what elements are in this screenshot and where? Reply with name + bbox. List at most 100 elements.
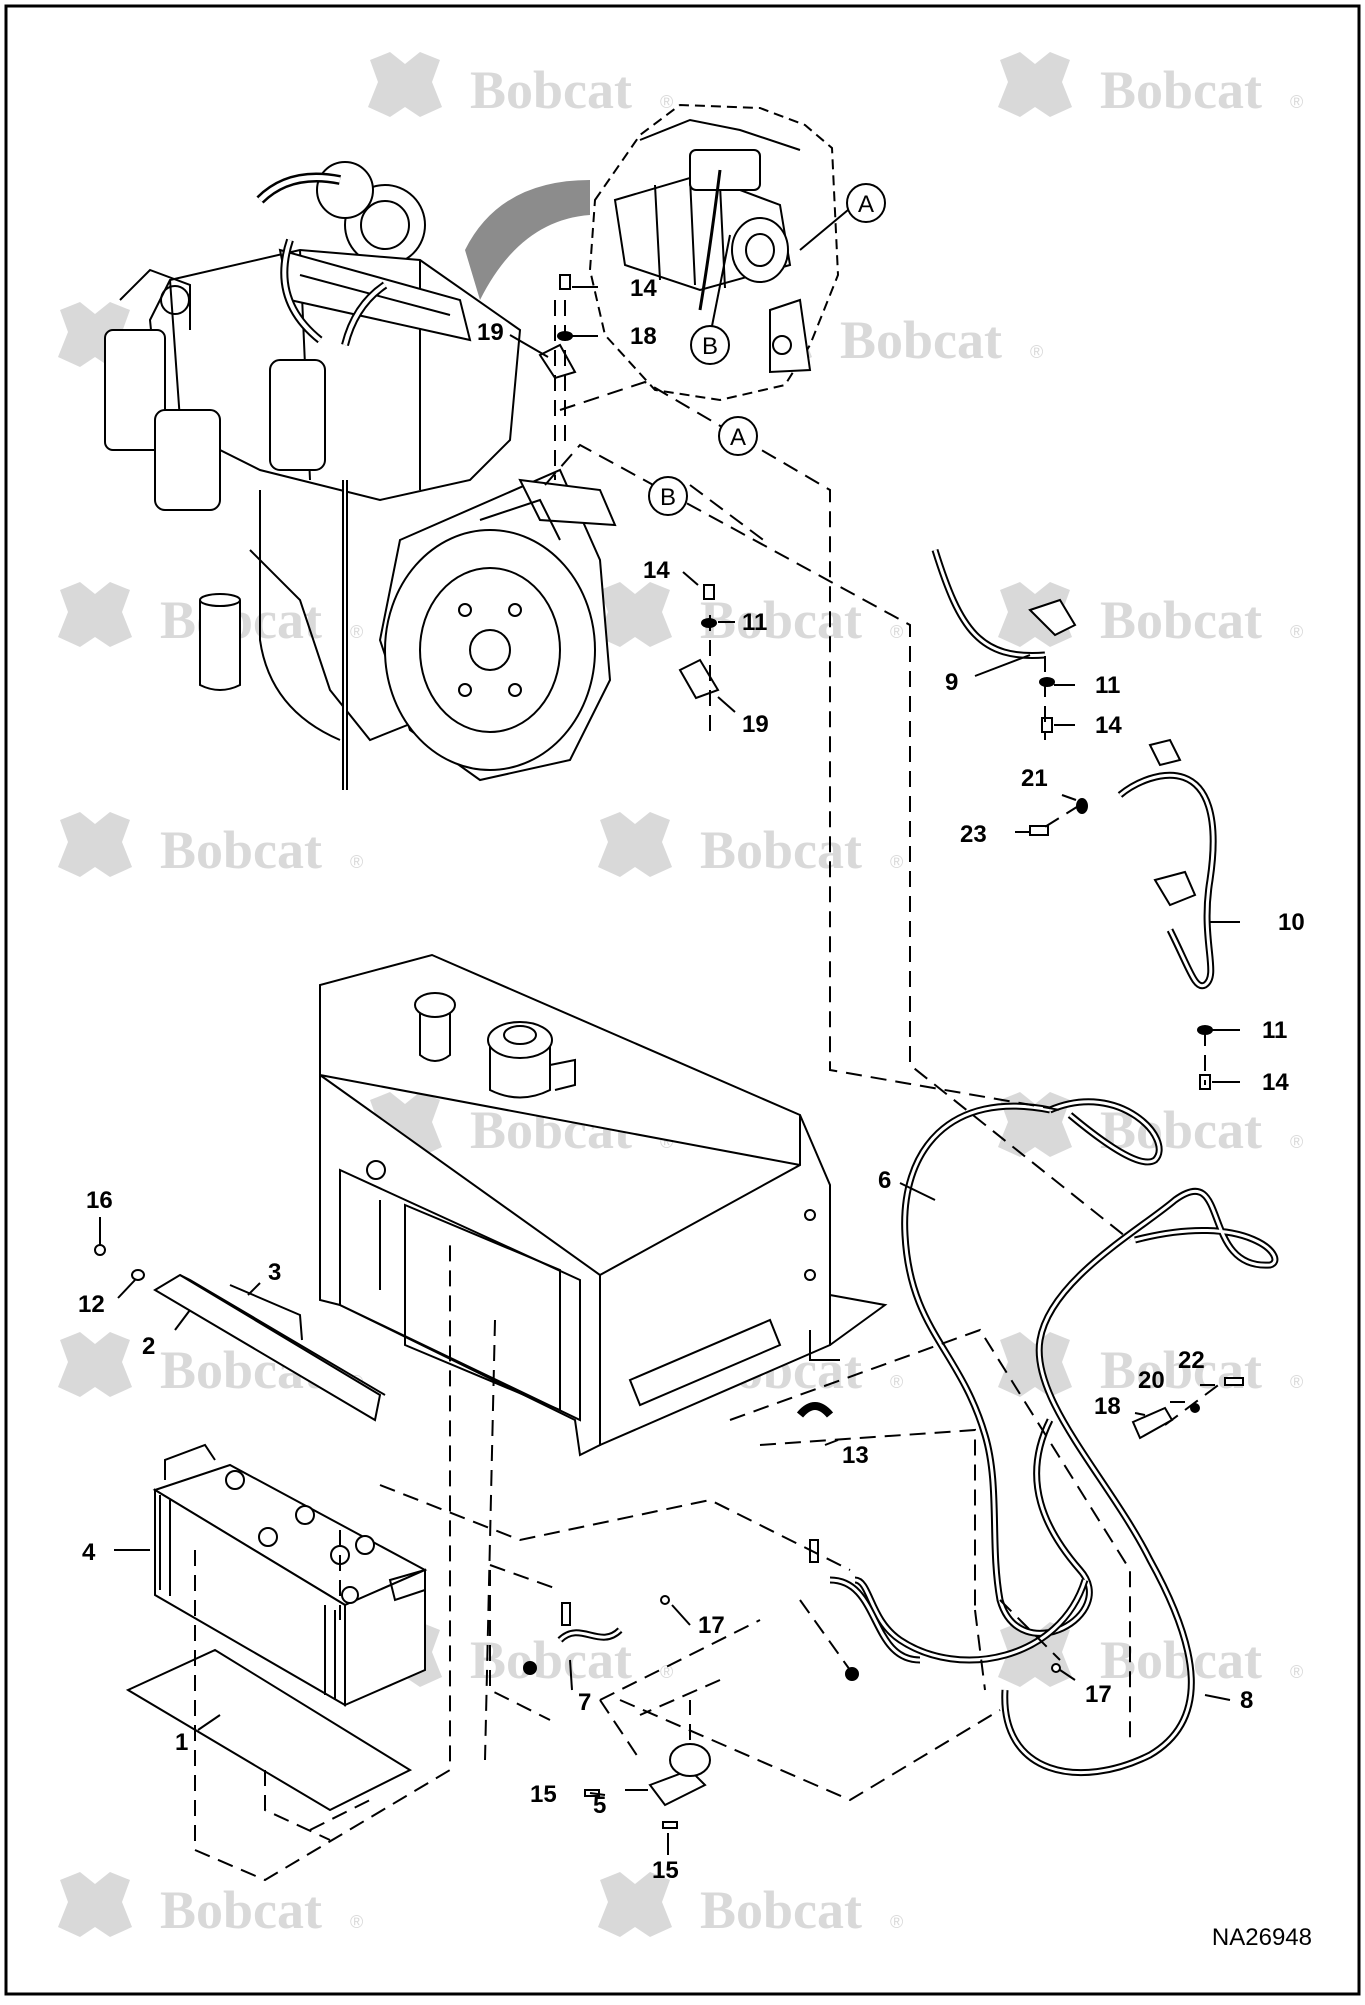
cable-7 [557,1627,623,1643]
callout-15-left: 15 [530,1781,557,1808]
callout-19-top: 19 [477,319,504,346]
bobcat-watermark: Bobcat ® [598,812,903,880]
callout-7: 7 [578,1689,591,1716]
callout-11-mid: 11 [742,609,767,636]
drawing-number: NA26948 [1212,1924,1312,1951]
detail-label-a-inset: A [858,191,874,218]
callout-14-mid: 14 [643,557,670,584]
callout-15-bottom: 15 [652,1857,679,1884]
bobcat-logo-icon [598,582,672,647]
registered-mark: ® [1030,342,1043,362]
callout-5: 5 [593,1792,606,1819]
bobcat-watermark-text: Bobcat [840,310,1002,370]
callout-11-upper-right: 11 [1095,672,1120,699]
detail-label-a-route: A [730,424,746,451]
bobcat-watermark-text: Bobcat [160,1880,322,1940]
starter-detail-inset [588,103,840,402]
callout-20: 20 [1138,1367,1165,1394]
bobcat-watermark-text: Bobcat [700,1880,862,1940]
registered-mark: ® [890,1912,903,1932]
bobcat-watermark: Bobcat® [58,582,363,650]
registered-mark: ® [1290,1662,1303,1682]
fuel-tank-frame [319,953,888,1457]
bobcat-logo-icon [598,812,672,877]
registered-mark: ® [1290,1372,1303,1392]
detail-circle-b-route: B [648,476,688,516]
bobcat-watermark-text: Bobcat [1100,60,1262,120]
cable-6 [854,1098,1163,1664]
bobcat-watermark: Bobcat ® [368,52,673,120]
callout-14-lower-right: 14 [1262,1069,1289,1096]
callout-17-center: 17 [698,1612,725,1639]
callout-17-right: 17 [1085,1681,1112,1708]
bobcat-watermark: Bobcat® [58,1332,363,1400]
bobcat-logo-icon [58,582,132,647]
bobcat-watermark-text: Bobcat [1100,1340,1262,1400]
registered-mark: ® [890,622,903,642]
engine-assembly [104,161,617,790]
callout-3: 3 [268,1259,281,1286]
bolt-14-b [703,584,715,600]
callout-9: 9 [945,669,958,696]
bobcat-logo-icon [58,1332,132,1397]
detail-circle-a-route: A [718,416,758,456]
bobcat-watermark: Bobcat ® [998,1332,1303,1400]
battery-hold-down [153,1273,386,1422]
registered-mark: ® [1290,622,1303,642]
bobcat-watermark: Bobcat ® [598,1872,903,1940]
registered-mark: ® [350,852,363,872]
battery [152,1443,428,1707]
bobcat-watermark-text: Bobcat [470,60,632,120]
bobcat-watermark-text: Bobcat [700,590,862,650]
bobcat-logo-icon [998,52,1072,117]
diagram-border [4,4,1361,1996]
bobcat-logo-icon [368,52,442,117]
callout-12: 12 [78,1291,105,1318]
registered-mark: ® [1290,1132,1303,1152]
callout-1: 1 [175,1729,188,1756]
bobcat-watermark: Bobcat ® [58,812,363,880]
bobcat-watermark: Bobcat ® [998,52,1303,120]
bobcat-watermark-text: Bobcat [160,590,322,650]
bobcat-watermark: Bobcat ® [598,582,903,650]
bobcat-logo-icon [598,1872,672,1937]
bobcat-watermark-text: Bobcat [700,820,862,880]
routing-lines [194,300,1226,1882]
callout-19-mid: 19 [742,711,769,738]
callout-6: 6 [878,1167,891,1194]
callout-23: 23 [960,821,987,848]
callout-22: 22 [1178,1347,1205,1374]
cable-9 [931,548,1077,660]
cables [557,548,1279,1777]
bolt-14-a [559,274,571,290]
callout-10: 10 [1278,909,1305,936]
clamp-19-a [538,343,577,380]
registered-mark: ® [1290,92,1303,112]
leader-lines [99,286,1240,1855]
registered-mark: ® [890,852,903,872]
registered-mark: ® [350,1912,363,1932]
callout-18-top: 18 [630,323,657,350]
detail-label-b-inset: B [702,333,718,360]
callout-8: 8 [1240,1687,1253,1714]
callout-4: 4 [82,1539,96,1566]
bobcat-watermark-text: Bobcat [1100,1630,1262,1690]
callout-2: 2 [142,1333,155,1360]
bobcat-logo-icon [998,1332,1072,1397]
bobcat-watermark-text: Bobcat [1100,590,1262,650]
bobcat-logo-icon [58,812,132,877]
callout-14-top: 14 [630,275,657,302]
bobcat-logo-icon [58,1872,132,1937]
bobcat-watermark-text: Bobcat [160,820,322,880]
callout-labels: 14 18 19 14 11 19 9 11 14 21 23 10 11 14… [78,275,1305,1884]
detail-arrow [465,180,590,300]
callout-16: 16 [86,1187,113,1214]
detail-label-b-route: B [660,484,676,511]
battery-mat [125,1648,413,1812]
callout-11-lower-right: 11 [1262,1017,1287,1044]
registered-mark: ® [660,92,673,112]
cable-10 [1117,738,1217,990]
bobcat-watermark: Bobcat ® [58,1872,363,1940]
